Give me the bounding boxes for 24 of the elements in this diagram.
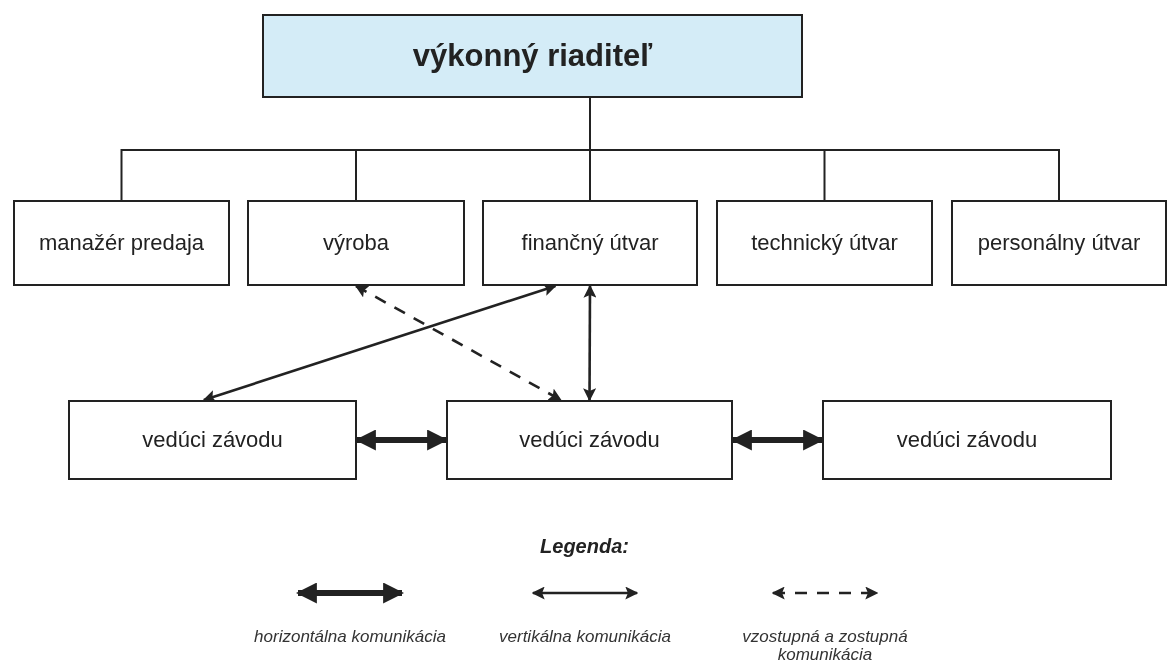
legend-text: vertikálna komunikácia — [499, 628, 671, 646]
department-box — [822, 400, 1112, 480]
arrow — [583, 284, 597, 402]
arrow — [354, 284, 562, 402]
department-box — [13, 200, 230, 286]
box-label: manažér predaja — [37, 229, 206, 257]
box-label: výroba — [321, 229, 390, 257]
department-box — [446, 400, 733, 480]
box-label: finančný útvar — [520, 229, 660, 257]
box-label: vedúci závodu — [518, 426, 661, 454]
director-box — [262, 14, 803, 98]
department-box — [716, 200, 933, 286]
box-label: výkonný riaditeľ — [411, 37, 654, 75]
box-label: technický útvar — [750, 229, 899, 257]
department-box — [951, 200, 1167, 286]
department-box — [68, 400, 357, 480]
legend-title: Legenda: — [539, 535, 630, 558]
legend-text: horizontálna komunikácia — [254, 628, 446, 646]
box-label: vedúci závodu — [141, 426, 284, 454]
department-box — [482, 200, 698, 286]
box-label: vedúci závodu — [895, 426, 1039, 454]
department-box — [247, 200, 465, 286]
legend-text: vzostupná a zostupná komunikácia — [741, 628, 909, 664]
box-label: personálny útvar — [976, 229, 1142, 257]
